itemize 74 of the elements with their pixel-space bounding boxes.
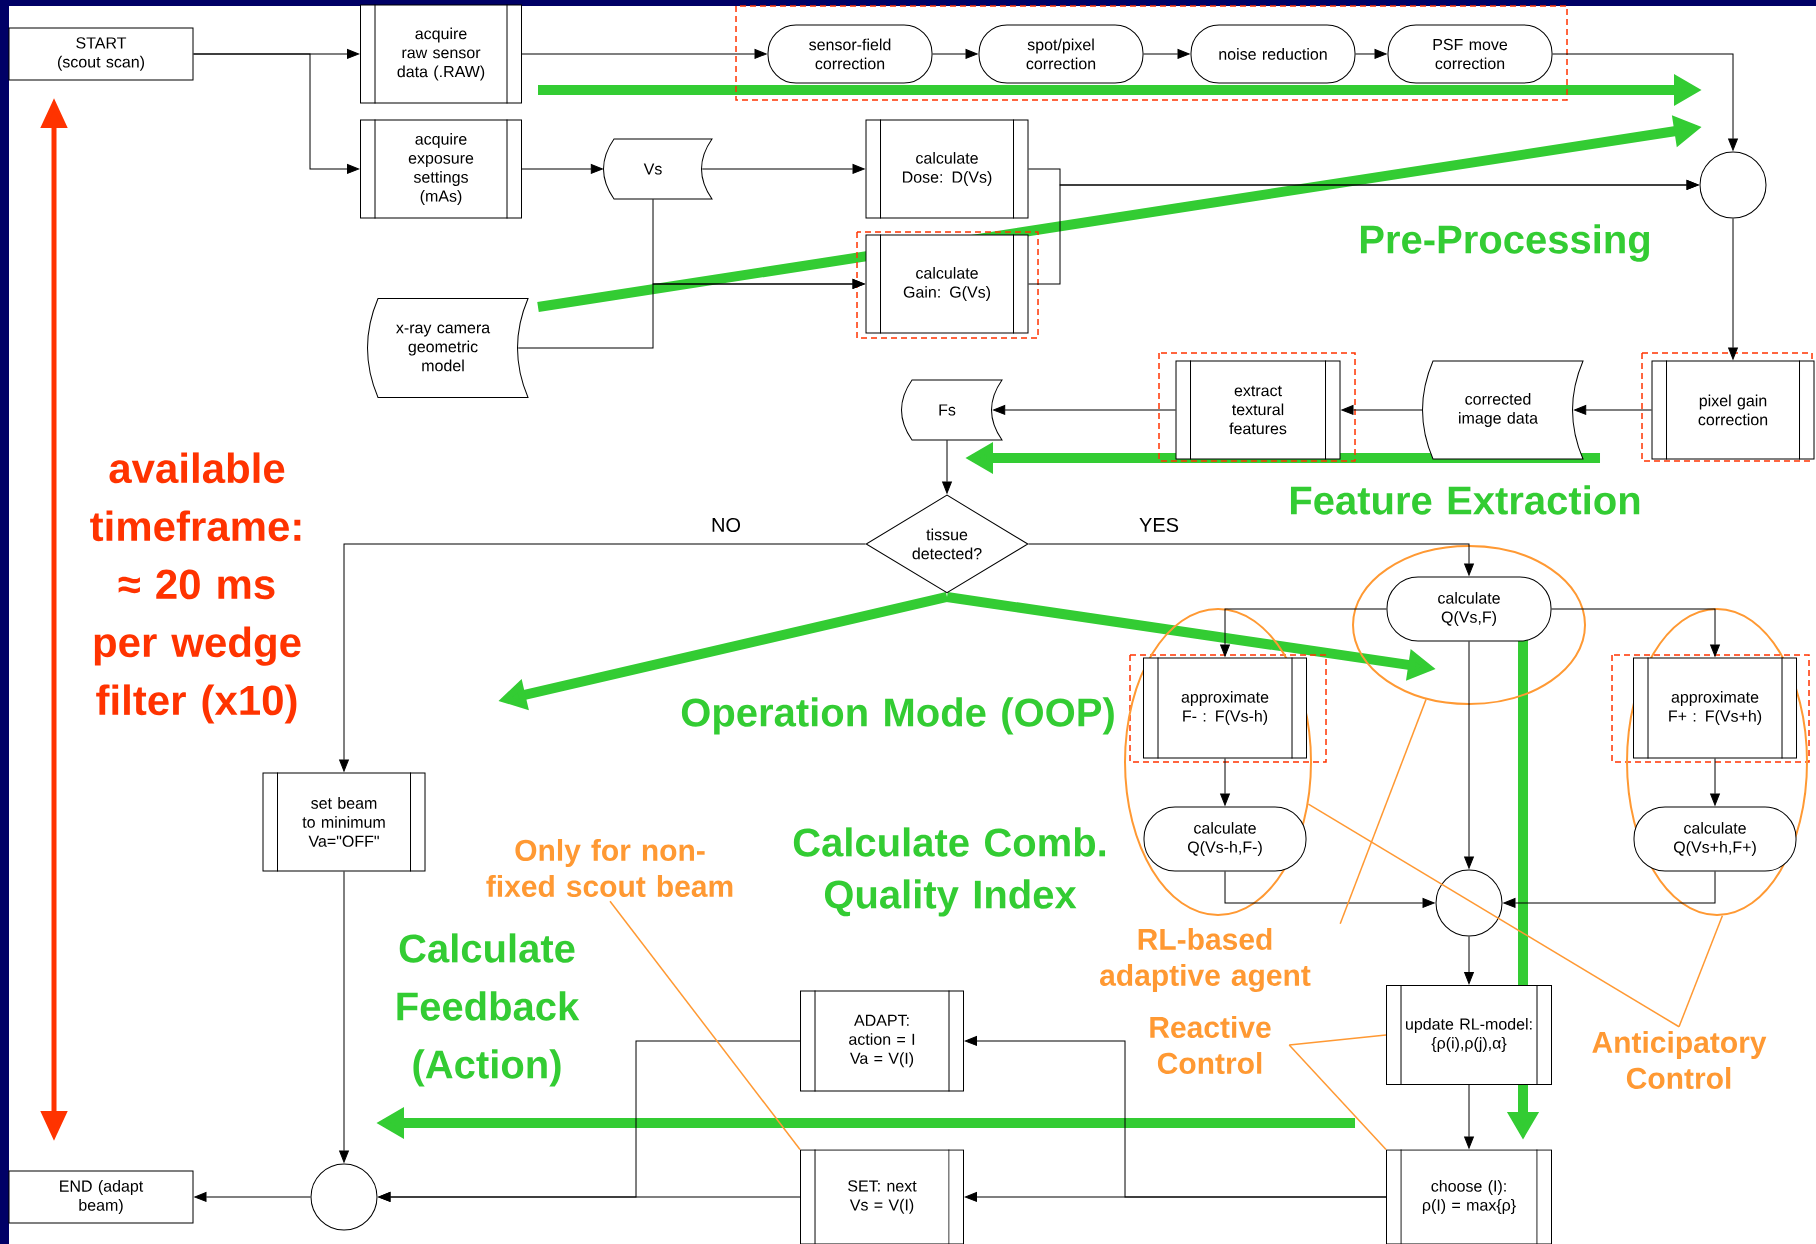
rounded-process-box: noise reduction xyxy=(1190,24,1356,84)
section-heading: Operation Mode (OOP) xyxy=(681,697,1114,735)
callout-text: Only for non-fixed scout beam xyxy=(486,838,733,897)
arrow xyxy=(1710,758,1720,806)
arrow xyxy=(1464,936,1474,985)
section-heading: Pre-Processing xyxy=(1360,224,1650,262)
junction-circle xyxy=(1435,869,1503,937)
edge-label: YES xyxy=(1137,515,1181,535)
leader-line xyxy=(1307,803,1680,1028)
arrow xyxy=(193,53,360,174)
leader-line xyxy=(609,900,801,1151)
process-box: set beam to minimum Va="OFF" xyxy=(262,772,426,872)
process-box: acquire raw sensor data (.RAW) xyxy=(360,4,522,104)
arrow xyxy=(1464,641,1474,869)
process-box: ADAPT: action = I Va = V(I) xyxy=(800,990,964,1092)
arrow xyxy=(517,279,865,349)
arrow xyxy=(1220,608,1387,657)
arrow xyxy=(942,439,952,494)
arrow xyxy=(1028,180,1699,285)
arrow xyxy=(1728,218,1738,360)
process-box: approximate F- : F(Vs-h) xyxy=(1143,657,1307,759)
section-heading: Feature Extraction xyxy=(1291,485,1640,515)
arrow xyxy=(701,164,865,174)
section-heading: Calculate Comb. Quality Index xyxy=(793,827,1106,917)
leader-line xyxy=(1678,914,1724,1028)
callout-text: RL-based adaptive agent xyxy=(1100,927,1311,993)
callout-text: Anticipatory Control xyxy=(1592,1030,1767,1089)
arrow xyxy=(932,49,978,59)
process-box: acquire exposure settings (mAs) xyxy=(360,119,522,219)
rounded-process-box: calculate Q(Vs,F) xyxy=(1386,576,1552,642)
timing-note: available timeframe: ≈ 20 ms per wedge filter (x10) xyxy=(90,452,301,724)
junction-circle xyxy=(310,1163,378,1231)
process-box: choose (I): ρ(I) = max{ρ} xyxy=(1386,1149,1552,1244)
edge-label: NO xyxy=(709,515,743,535)
rounded-process-box: spot/pixel correction xyxy=(978,24,1144,84)
process-box: update RL-model: {ρ(i),ρ(j),α} xyxy=(1386,984,1552,1086)
process-box: approximate F+ : F(Vs+h) xyxy=(1633,657,1797,759)
arrow xyxy=(1143,49,1190,59)
arrow xyxy=(1224,871,1435,908)
arrow xyxy=(1551,608,1720,657)
arrow xyxy=(339,543,866,772)
section-heading: Calculate Feedback (Action) xyxy=(397,933,580,1087)
arrow xyxy=(1028,543,1474,576)
arrow xyxy=(194,1192,311,1202)
arrow xyxy=(1574,405,1652,415)
arrow xyxy=(1552,53,1738,151)
arrow xyxy=(1220,758,1230,806)
arrow xyxy=(339,871,349,1163)
terminal-box: END (adapt beam) xyxy=(8,1170,194,1224)
arrow xyxy=(378,1040,801,1202)
arrow xyxy=(521,49,767,59)
rounded-process-box: calculate Q(Vs+h,F+) xyxy=(1633,806,1797,872)
process-box: calculate Dose: D(Vs) xyxy=(865,119,1029,219)
highlight-ellipse xyxy=(1352,545,1586,705)
arrow xyxy=(1341,405,1424,415)
leader-line xyxy=(1288,1034,1387,1046)
leader-line xyxy=(1288,1044,1387,1151)
arrow xyxy=(1355,49,1387,59)
terminal-box: START (scout scan) xyxy=(8,27,194,81)
process-box: SET: next Vs = V(I) xyxy=(800,1149,964,1244)
rounded-process-box: calculate Q(Vs-h,F-) xyxy=(1143,806,1307,872)
arrow xyxy=(964,1036,1387,1198)
callout-text: Reactive Control xyxy=(1150,1015,1271,1074)
rounded-process-box: PSF move correction xyxy=(1387,24,1553,84)
leader-line xyxy=(1339,698,1427,925)
arrow xyxy=(1464,1084,1474,1149)
process-box: pixel gain correction xyxy=(1651,360,1815,460)
rounded-process-box: sensor-field correction xyxy=(767,24,933,84)
arrow xyxy=(993,405,1176,415)
process-box: extract textural features xyxy=(1175,360,1341,460)
junction-circle xyxy=(1699,151,1767,219)
arrow xyxy=(1503,871,1716,908)
arrow xyxy=(521,164,603,174)
process-box: calculate Gain: G(Vs) xyxy=(865,234,1029,334)
